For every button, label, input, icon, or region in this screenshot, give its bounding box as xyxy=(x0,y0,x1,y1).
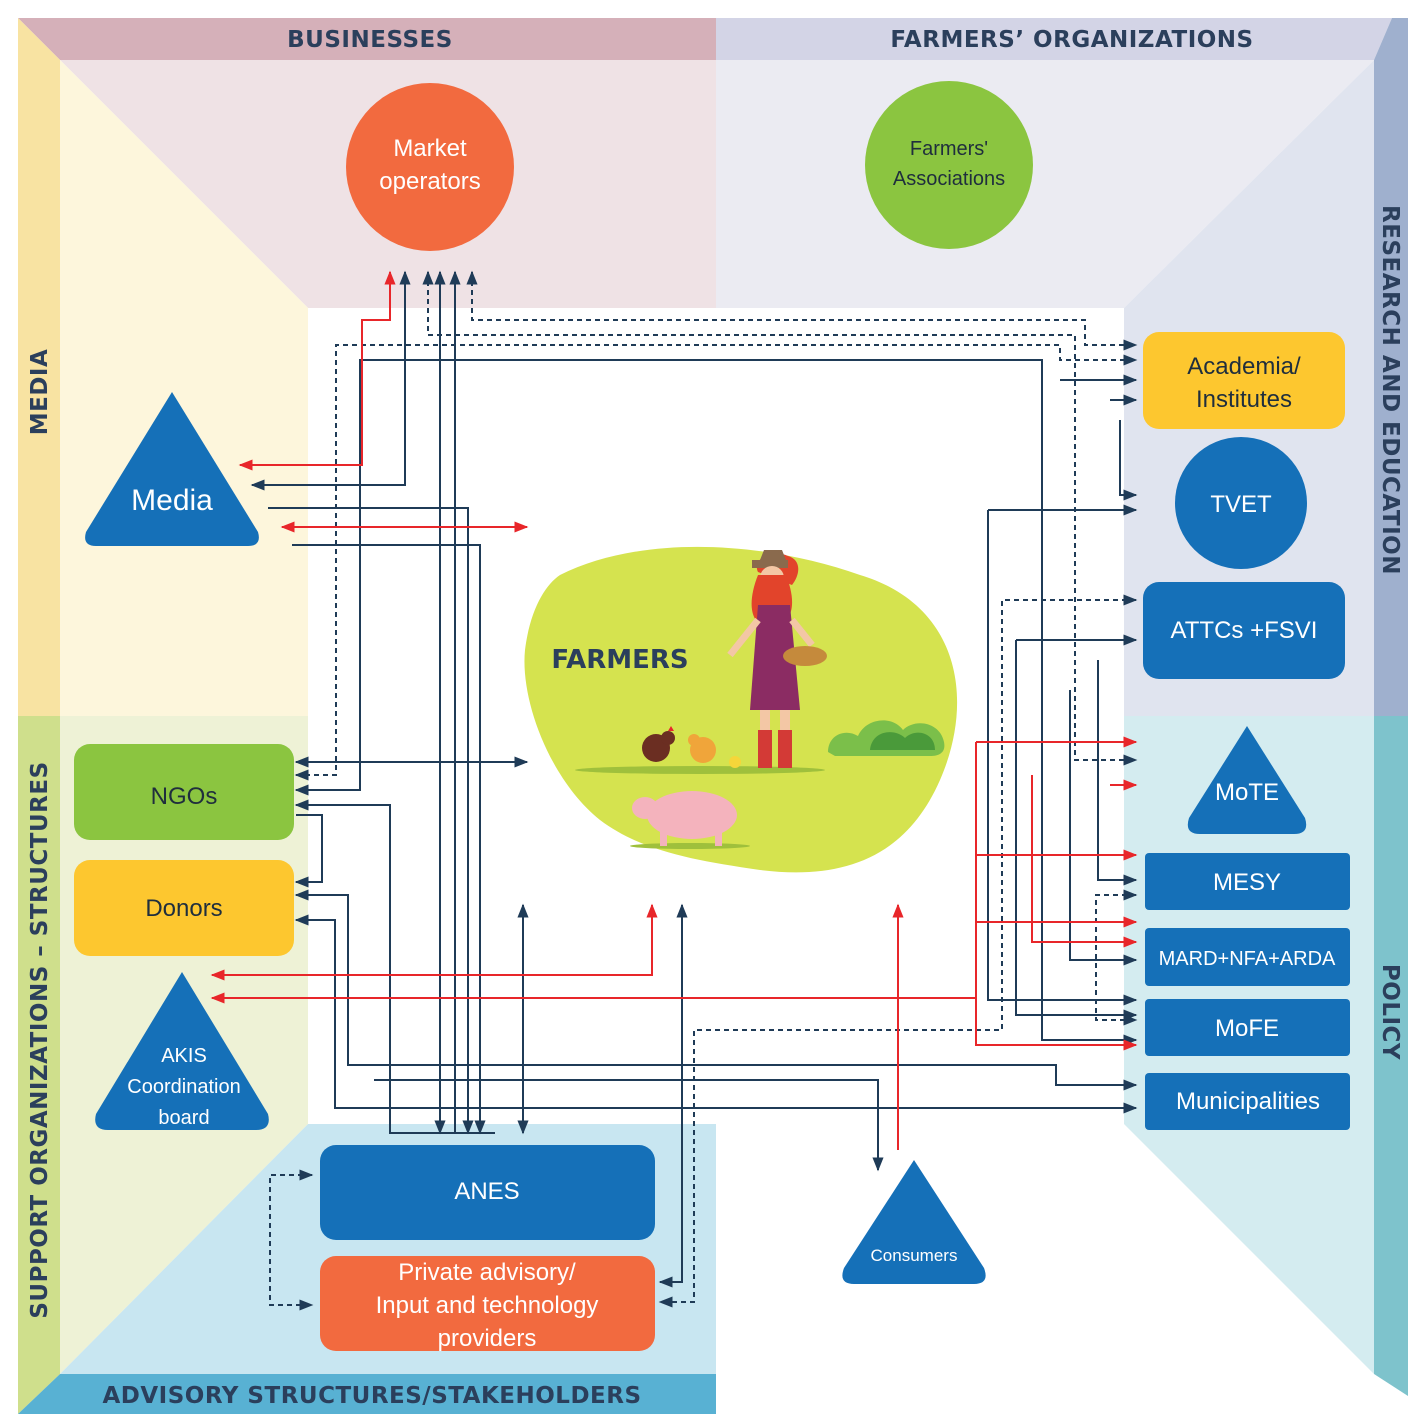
donors-label: Donors xyxy=(145,895,222,922)
academia-line2: Institutes xyxy=(1196,386,1292,413)
band-farmers-org-bg xyxy=(716,18,1392,60)
link-dashed-attcs xyxy=(658,594,1138,1308)
band-research-bg xyxy=(1374,18,1408,716)
link-dashed-anes-private xyxy=(269,1169,314,1311)
band-policy-bg xyxy=(1374,716,1408,1396)
attcs-label: ATTCs +FSVI xyxy=(1171,617,1318,644)
private-advisory-line1: Private advisory/ xyxy=(398,1259,576,1286)
band-label-businesses: BUSINESSES xyxy=(287,27,453,53)
node-mote[interactable]: MoTE xyxy=(1187,726,1307,834)
quad-media xyxy=(60,60,308,716)
link-red-akis-farmers xyxy=(210,903,658,981)
tvet-label: TVET xyxy=(1210,491,1272,518)
node-mofe[interactable]: MoFE xyxy=(1145,999,1350,1056)
node-mesy[interactable]: MESY xyxy=(1145,853,1350,910)
farmers-associations-line1: Farmers' xyxy=(910,138,988,160)
band-label-farmers-organizations: FARMERS’ ORGANIZATIONS xyxy=(890,27,1253,53)
akis-line3: board xyxy=(158,1107,209,1129)
node-consumers[interactable]: Consumers xyxy=(842,1160,986,1284)
node-anes[interactable]: ANES xyxy=(320,1145,655,1240)
connectors xyxy=(210,270,1138,1311)
chickens-illustration xyxy=(642,726,741,768)
link-dashed-policy xyxy=(1095,889,1138,1026)
link-donors-municipal xyxy=(294,814,323,888)
node-municipalities[interactable]: Municipalities xyxy=(1145,1073,1350,1130)
farmers-blob xyxy=(524,546,958,873)
municipalities-label: Municipalities xyxy=(1176,1088,1320,1115)
mesy-label: MESY xyxy=(1213,869,1281,896)
node-ngos[interactable]: NGOs xyxy=(74,744,294,840)
band-label-policy: POLICY xyxy=(1377,964,1403,1060)
market-operators-line1: Market xyxy=(393,135,467,162)
node-akis[interactable]: AKIS Coordination board xyxy=(95,972,269,1130)
farmers-center: FARMERS xyxy=(524,546,958,873)
band-label-advisory: ADVISORY STRUCTURES/STAKEHOLDERS xyxy=(102,1383,641,1409)
link-red-market-media xyxy=(238,270,396,471)
link-dashed-ngo xyxy=(294,344,1138,781)
node-market-operators[interactable]: Market operators xyxy=(346,83,514,251)
private-advisory-line2: Input and technology xyxy=(376,1292,599,1319)
farmer-illustration xyxy=(575,550,827,774)
farmers-associations-line2: Associations xyxy=(893,168,1005,190)
private-advisory-line3: providers xyxy=(438,1325,537,1352)
akis-line1: AKIS xyxy=(161,1045,207,1067)
bush-illustration xyxy=(828,720,945,756)
band-media-bg xyxy=(18,18,60,716)
farmers-title: FARMERS xyxy=(551,645,688,675)
anes-label: ANES xyxy=(454,1178,519,1205)
node-media[interactable]: Media xyxy=(85,392,259,546)
consumers-label: Consumers xyxy=(871,1246,958,1265)
band-businesses-bg xyxy=(18,18,716,60)
mofe-label: MoFE xyxy=(1215,1015,1279,1042)
band-advisory-bg xyxy=(18,1374,716,1414)
link-red-policy-spine xyxy=(975,742,1138,1051)
mard-label: MARD+NFA+ARDA xyxy=(1159,948,1336,970)
market-operators-line2: operators xyxy=(379,168,480,195)
node-attcs[interactable]: ATTCs +FSVI xyxy=(1143,582,1345,679)
mote-label: MoTE xyxy=(1215,779,1279,806)
link-red-mote2 xyxy=(1031,775,1138,948)
node-donors[interactable]: Donors xyxy=(74,860,294,956)
band-label-research-education: RESEARCH AND EDUCATION xyxy=(1377,205,1403,575)
node-private-advisory[interactable]: Private advisory/ Input and technology p… xyxy=(320,1256,655,1352)
academia-line1: Academia/ xyxy=(1187,353,1301,380)
pig-illustration xyxy=(630,791,750,849)
band-label-media: MEDIA xyxy=(27,349,53,436)
node-farmers-associations[interactable]: Farmers' Associations xyxy=(865,81,1033,249)
ngos-label: NGOs xyxy=(151,783,218,810)
media-label: Media xyxy=(131,484,213,517)
nodes: Market operators Farmers' Associations M… xyxy=(74,81,1350,1352)
node-mard[interactable]: MARD+NFA+ARDA xyxy=(1145,928,1350,986)
band-support-bg xyxy=(18,716,60,1414)
band-label-support-organizations: SUPPORT ORGANIZATIONS – STRUCTURES xyxy=(27,761,53,1318)
node-tvet[interactable]: TVET xyxy=(1175,437,1307,569)
akis-line2: Coordination xyxy=(127,1076,240,1098)
node-academia[interactable]: Academia/ Institutes xyxy=(1143,332,1345,429)
